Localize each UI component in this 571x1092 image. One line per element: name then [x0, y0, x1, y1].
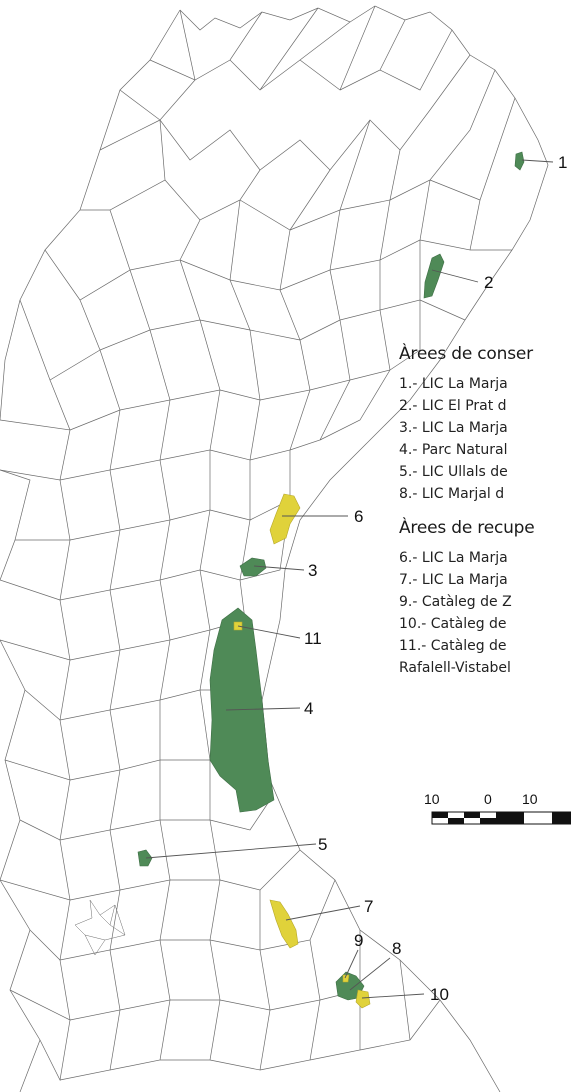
callout-7: 7: [364, 897, 373, 916]
area-2: [423, 253, 445, 299]
legend-conservation-title: Àrees de conser: [399, 344, 533, 364]
callout-3: 3: [308, 561, 317, 580]
area-1: [514, 151, 525, 171]
callout-6: 6: [354, 507, 363, 526]
scale-label-right: 10: [522, 791, 538, 807]
callout-5: 5: [318, 835, 327, 854]
legend-item-11-cont: Rafalell-Vistabel: [399, 660, 511, 676]
callout-8: 8: [392, 939, 401, 958]
callout-9: 9: [354, 931, 363, 950]
area-7: [269, 899, 299, 949]
legend-item-11: 11.- Catàleg de: [399, 638, 507, 654]
area-6: [269, 493, 301, 545]
legend-item-4: 4.- Parc Natural: [399, 442, 508, 458]
legend-item-2: 2.- LIC El Prat d: [399, 398, 507, 414]
scale-bar: 10 0 10: [424, 791, 571, 825]
municipal-boundaries: [0, 5, 549, 1092]
legend-item-5: 5.- LIC Ullals de: [399, 464, 508, 480]
callout-4: 4: [304, 699, 313, 718]
legend-item-6: 6.- LIC La Marja: [399, 550, 508, 566]
area-callouts: 1 2 3 4 5 6 7 8 9 10 11: [304, 153, 567, 1004]
legend-recovery-title: Àrees de recupe: [399, 518, 535, 538]
area-10: [355, 989, 371, 1009]
area-5: [137, 849, 153, 867]
area-3: [239, 557, 267, 577]
legend-item-10: 10.- Catàleg de: [399, 616, 507, 632]
legend-item-3: 3.- LIC La Marja: [399, 420, 508, 436]
callout-1: 1: [558, 153, 567, 172]
legend-item-9: 9.- Catàleg de Z: [399, 594, 512, 610]
leader-lines: [145, 159, 554, 999]
legend-item-8: 8.- LIC Marjal d: [399, 486, 505, 502]
callout-11: 11: [304, 629, 322, 648]
legend-item-1: 1.- LIC La Marja: [399, 376, 508, 392]
callout-10: 10: [430, 985, 449, 1004]
callout-2: 2: [484, 273, 493, 292]
legend-item-7: 7.- LIC La Marja: [399, 572, 508, 588]
scale-label-left: 10: [424, 791, 440, 807]
scale-label-zero: 0: [484, 791, 492, 807]
area-9: [342, 974, 350, 983]
